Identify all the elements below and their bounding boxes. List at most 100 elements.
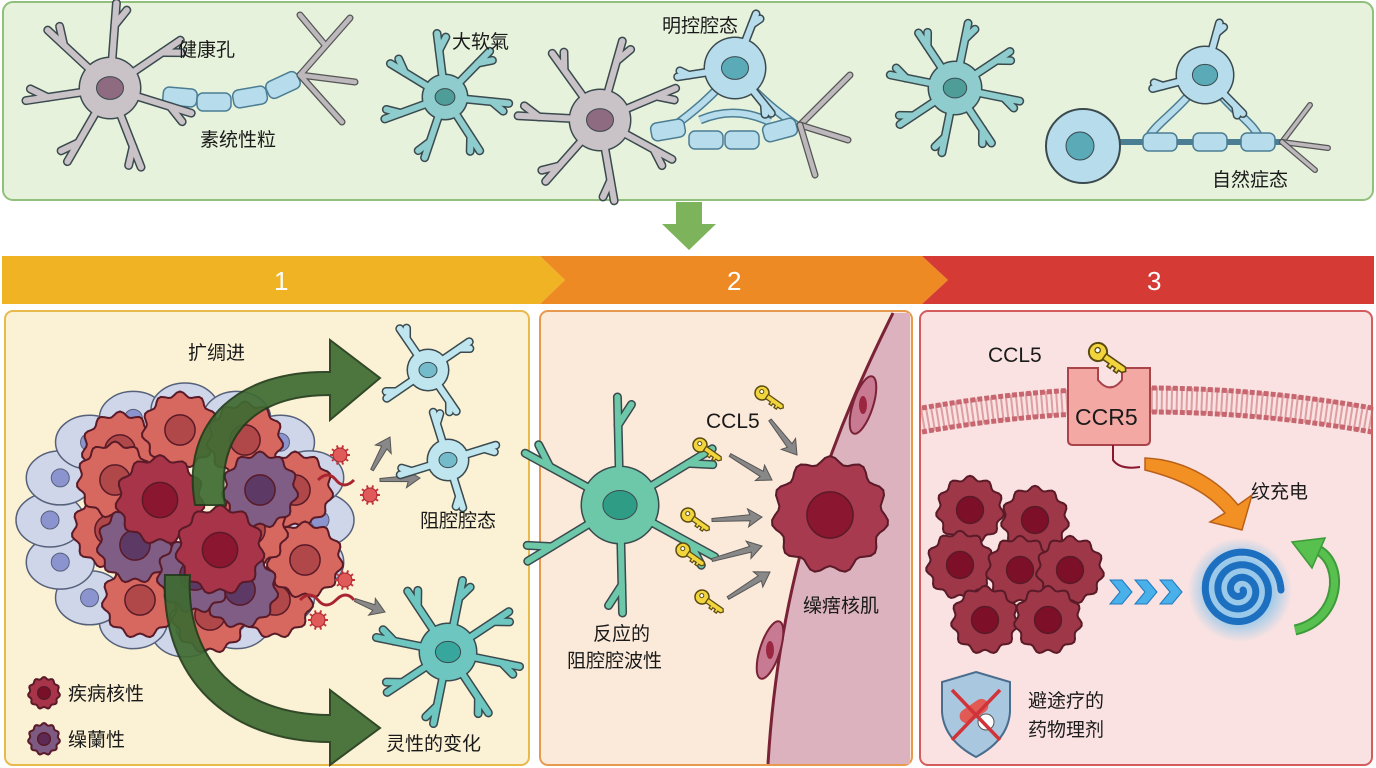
cell-process bbox=[395, 55, 408, 76]
cell-process bbox=[398, 465, 415, 475]
axon-terminal-fill bbox=[297, 12, 328, 48]
virus-particle bbox=[360, 485, 380, 505]
spread-arrow-up bbox=[191, 337, 382, 506]
legend-label-other: 缲蘭性 bbox=[68, 729, 125, 751]
myelin-segment bbox=[231, 85, 269, 109]
resting-cell-1 bbox=[381, 323, 475, 417]
bipolar-cell-nucleus bbox=[1065, 131, 1095, 161]
key-hole bbox=[685, 511, 691, 517]
cell-process bbox=[1001, 94, 1017, 111]
secondary-cell bbox=[221, 450, 299, 529]
myelin-segment bbox=[1240, 132, 1276, 152]
cell-process bbox=[1151, 79, 1166, 89]
panel-1: 扩绸进 阻腔腔态 灵性的变化 疾病核性 缲蘭性 bbox=[4, 310, 530, 767]
arrow-icon bbox=[726, 571, 771, 600]
cell-process bbox=[1213, 24, 1227, 36]
key-hole bbox=[697, 441, 703, 447]
label-reactive-change: 灵性的变化 bbox=[386, 733, 481, 755]
stage-3-chevron bbox=[922, 256, 1374, 304]
cell-process bbox=[383, 106, 404, 117]
down-arrow-icon bbox=[662, 202, 716, 250]
key-blade bbox=[702, 445, 722, 462]
label-source-line1: 反应的 bbox=[593, 623, 650, 645]
cell-process bbox=[56, 23, 67, 49]
key-icon bbox=[694, 589, 724, 614]
cell-nucleus bbox=[806, 491, 854, 539]
reactive-cell bbox=[371, 575, 525, 729]
tumor-cell-target bbox=[771, 455, 889, 573]
cell-process bbox=[488, 98, 507, 115]
cell-nucleus bbox=[289, 544, 321, 576]
astrocyte-1 bbox=[380, 28, 514, 163]
stage-1-number: 1 bbox=[274, 266, 288, 296]
cell-nucleus bbox=[164, 414, 196, 446]
key-icon bbox=[1087, 341, 1127, 375]
cell-process bbox=[613, 46, 634, 65]
cell-process bbox=[380, 626, 398, 645]
cell-nucleus bbox=[434, 88, 456, 106]
arrow-shape bbox=[370, 436, 392, 472]
virus-body bbox=[332, 447, 348, 463]
key-hole bbox=[699, 593, 705, 599]
stage-2-number: 2 bbox=[727, 266, 741, 296]
key-icon bbox=[692, 437, 722, 462]
key-icon bbox=[754, 385, 784, 410]
key-blade bbox=[685, 550, 705, 567]
top-panel: 健康孔 素统性粒 大软氣 明控腔态 自然症态 bbox=[2, 0, 1374, 206]
cell-process bbox=[615, 401, 635, 429]
cell-process bbox=[893, 65, 909, 82]
signal-arrow bbox=[1144, 457, 1254, 531]
panel-3: CCL5 CCR5 纹充电 避途疗的 药物理剂 bbox=[919, 310, 1375, 766]
cell-process bbox=[676, 67, 692, 79]
neuron-1 bbox=[21, 0, 196, 172]
stage-2-chevron bbox=[540, 256, 948, 304]
key-blade bbox=[704, 597, 724, 614]
virus-body bbox=[310, 612, 326, 628]
chevron-icon bbox=[1158, 579, 1183, 605]
myelin-segment bbox=[1192, 132, 1228, 152]
key-hole bbox=[680, 546, 686, 552]
cell-process bbox=[535, 441, 553, 470]
axon-terminal-fill bbox=[1280, 140, 1317, 172]
chevron-icon bbox=[1133, 579, 1158, 605]
resting-cell-2 bbox=[395, 407, 501, 513]
tumor-cell-cluster bbox=[935, 474, 1005, 545]
ccr5-signaling-illustration bbox=[919, 341, 1375, 759]
reactive-astrocyte bbox=[520, 392, 720, 618]
label-target-cell: 缲瘔核肌 bbox=[803, 595, 879, 617]
label-spread: 扩绸进 bbox=[188, 342, 245, 364]
legend-swatch-other bbox=[27, 721, 61, 756]
virus-particle bbox=[335, 570, 355, 590]
cell-nucleus bbox=[942, 77, 968, 99]
cell-nucleus bbox=[36, 685, 52, 701]
cycle-arrowhead bbox=[1290, 537, 1327, 570]
cell-nucleus bbox=[418, 361, 438, 379]
stage-banner: 1 2 3 bbox=[2, 256, 1374, 304]
axon-terminal-fill bbox=[1280, 103, 1312, 144]
endothelial-nucleus bbox=[859, 396, 867, 414]
myelin-segment bbox=[196, 92, 232, 112]
label-astrocyte: 大软氣 bbox=[452, 31, 509, 53]
cell-nucleus bbox=[1033, 605, 1063, 635]
spiral-icon bbox=[1201, 548, 1285, 625]
arrow-shape bbox=[710, 540, 763, 563]
cell-process bbox=[521, 102, 542, 120]
top-cell-illustrations bbox=[21, 0, 1331, 206]
myelin-segment bbox=[761, 117, 799, 143]
axon-terminal-fill bbox=[297, 72, 358, 85]
cell-nucleus bbox=[201, 531, 239, 569]
cell-nucleus bbox=[970, 605, 1000, 635]
tablet-icon bbox=[977, 713, 995, 731]
label-signal: 纹充电 bbox=[1251, 481, 1308, 503]
tumor-cell-cluster bbox=[1035, 534, 1105, 605]
cell-process bbox=[653, 93, 678, 103]
arrow-icon bbox=[728, 453, 773, 482]
ccl5-signaling-illustration bbox=[520, 375, 889, 680]
cell-nucleus bbox=[244, 474, 276, 506]
label-resistance-line1: 避途疗的 bbox=[1028, 690, 1104, 712]
legend-swatch-malignant bbox=[27, 675, 61, 710]
cell-nucleus bbox=[586, 108, 614, 132]
arrow-icon bbox=[711, 507, 763, 529]
axon-terminal-fill bbox=[797, 72, 853, 128]
